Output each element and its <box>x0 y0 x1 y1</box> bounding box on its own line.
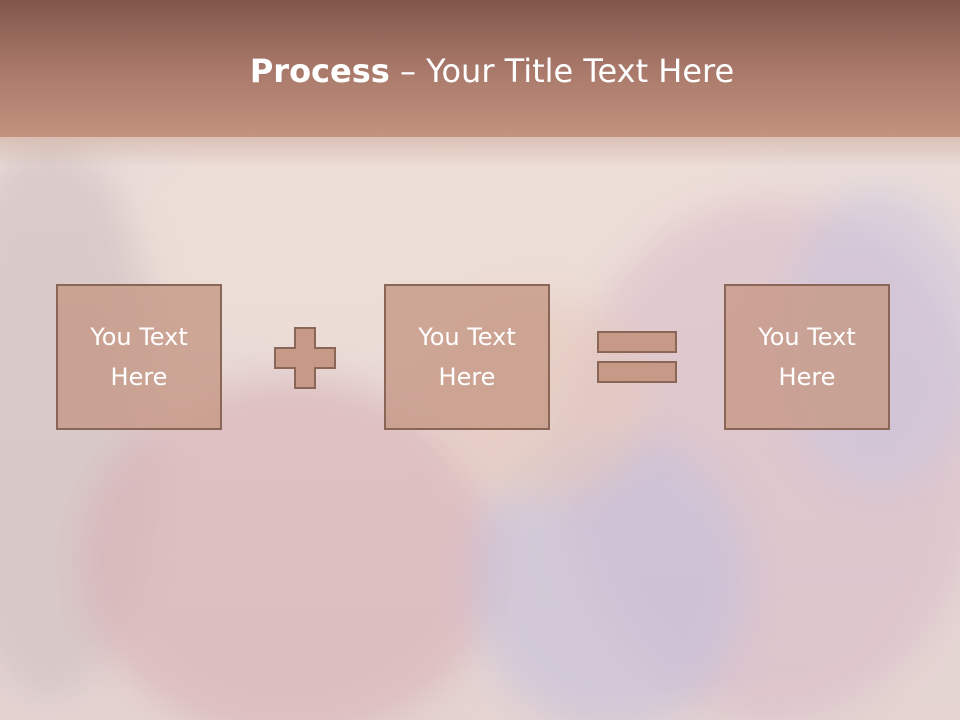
process-box-1: You Text Here <box>56 284 222 430</box>
title-text: – Your Title Text Here <box>389 52 735 90</box>
plus-icon <box>274 327 336 389</box>
title-bar-fade <box>0 137 960 167</box>
process-box-2: You Text Here <box>384 284 550 430</box>
equals-icon <box>597 331 677 383</box>
slide-title: Process – Your Title Text Here <box>0 52 960 90</box>
title-bold: Process <box>249 52 390 90</box>
process-box-3: You Text Here <box>724 284 890 430</box>
title-bar <box>0 0 960 137</box>
